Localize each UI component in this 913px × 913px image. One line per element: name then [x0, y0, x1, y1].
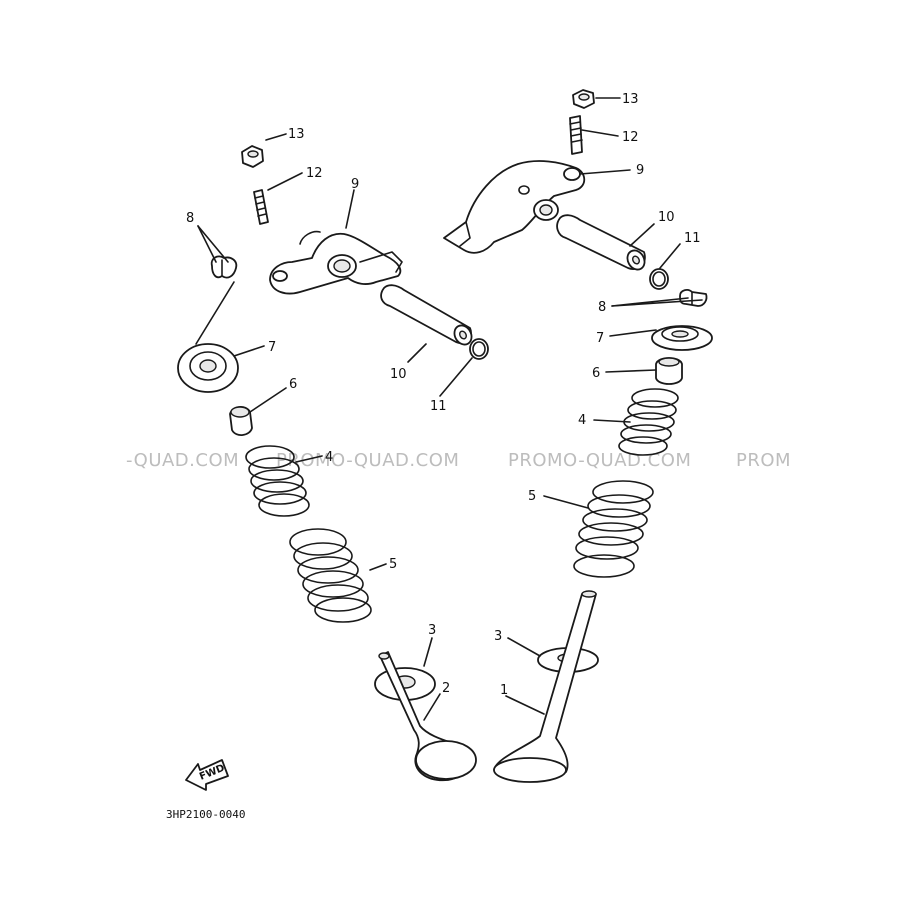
callout-5-left: 5: [389, 557, 397, 572]
callout-8-right: 8: [598, 300, 606, 315]
callout-4-right: 4: [578, 413, 586, 428]
exhaust-valve: [378, 651, 477, 782]
callout-1: 1: [500, 683, 508, 698]
callout-13-right: 13: [622, 92, 639, 107]
stud-right: [569, 115, 583, 155]
rocker-arm-left: [269, 230, 403, 295]
valve-stem-seal-right: [655, 357, 683, 385]
callout-5-right: 5: [528, 489, 536, 504]
leader-lines: [195, 97, 703, 721]
intake-valve: [493, 590, 597, 783]
callout-10-left: 10: [390, 367, 407, 382]
callout-6-right: 6: [592, 366, 600, 381]
watermark-3: PROMO-QUAD.COM: [508, 450, 691, 471]
stud-left: [253, 189, 269, 225]
watermark-1: -QUAD.COM: [126, 450, 239, 471]
rocker-shaft-left: [380, 284, 473, 346]
callout-4-left: 4: [325, 450, 333, 465]
inner-spring-left: [245, 445, 310, 517]
callout-3-right: 3: [494, 629, 502, 644]
rocker-shaft-right: [556, 214, 646, 271]
outer-spring-left: [289, 528, 372, 623]
spring-retainer-right: [651, 325, 713, 351]
callout-3-left: 3: [428, 623, 436, 638]
callout-8-left: 8: [186, 211, 194, 226]
nut-left: [241, 145, 264, 168]
valve-stem-seal-left: [229, 406, 253, 436]
diagram-code: 3HP2100-0040: [166, 808, 245, 821]
callout-11-right: 11: [684, 231, 701, 246]
callout-9-right: 9: [636, 163, 644, 178]
valve-cotter-left: [210, 255, 238, 279]
forward-direction-arrow: FWD: [185, 759, 229, 791]
callout-9-left: 9: [351, 177, 359, 192]
spring-retainer-left: [177, 343, 239, 393]
callout-10-right: 10: [658, 210, 675, 225]
callout-13-left: 13: [288, 127, 305, 142]
watermark-4: PROM: [736, 450, 791, 471]
callout-6-left: 6: [289, 377, 297, 392]
callout-7-left: 7: [268, 340, 276, 355]
callout-12-right: 12: [622, 130, 639, 145]
nut-right: [572, 89, 595, 109]
callout-11-left: 11: [430, 399, 447, 414]
callout-7-right: 7: [596, 331, 604, 346]
rocker-arm-right: [443, 160, 586, 254]
outer-spring-right: [573, 480, 654, 578]
callout-2: 2: [442, 681, 450, 696]
callout-12-left: 12: [306, 166, 323, 181]
